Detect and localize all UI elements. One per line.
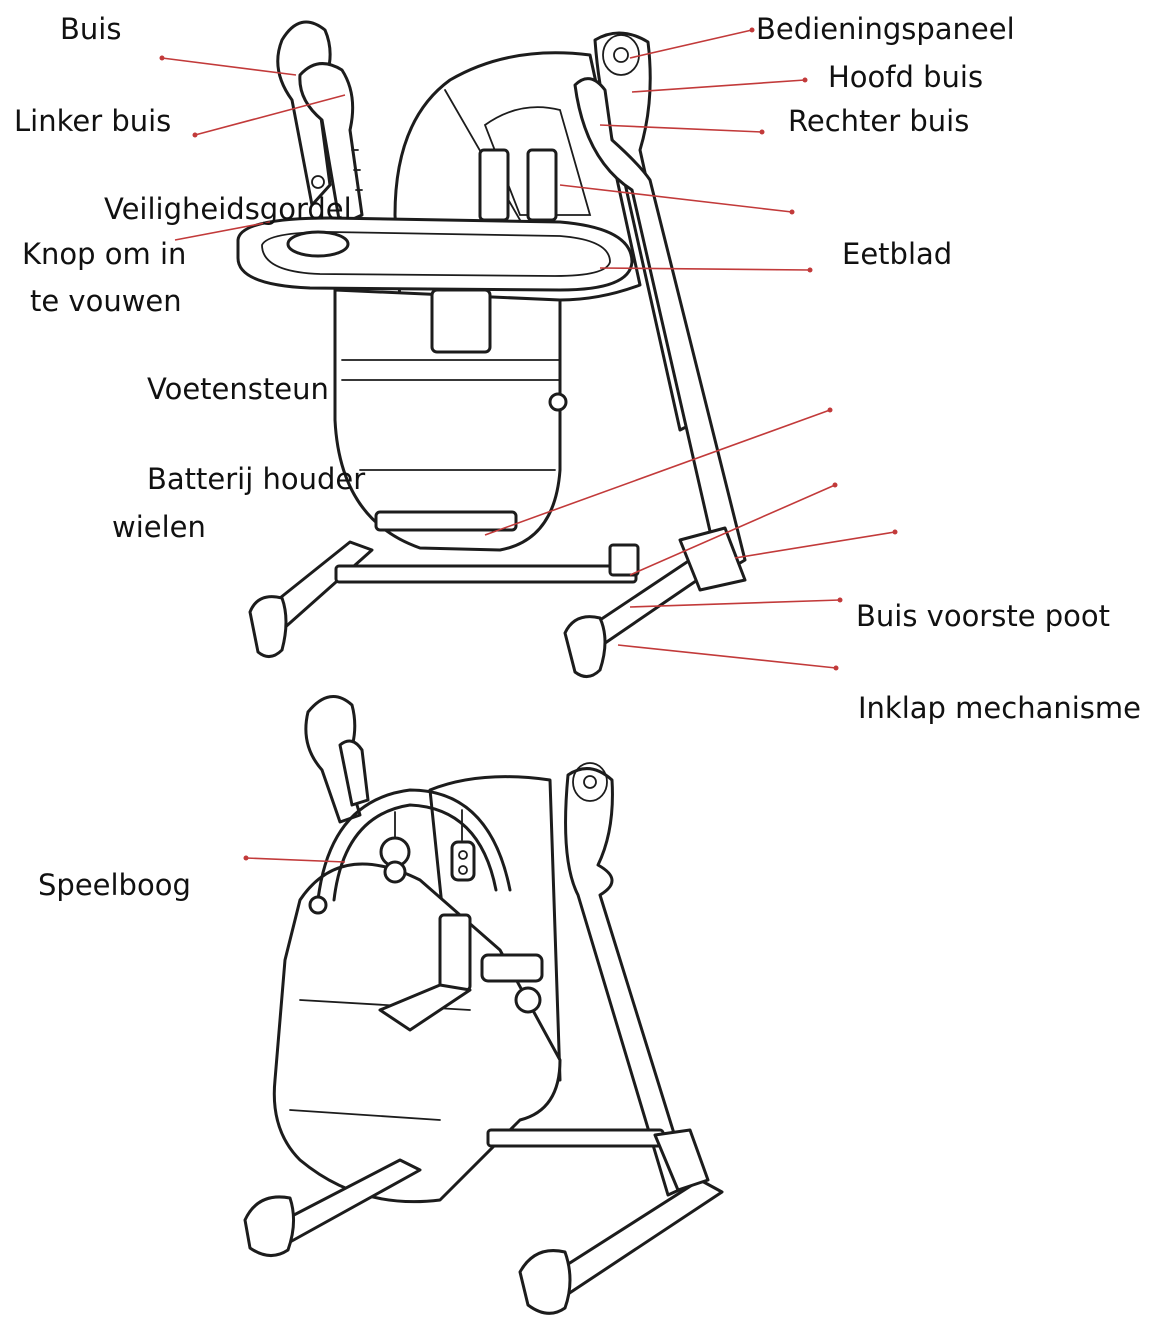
label-veiligheidsgordel: Veiligheidsgordel [104, 192, 352, 226]
label-knop-line1: Knop om in [22, 237, 187, 271]
label-linker-buis: Linker buis [14, 104, 172, 138]
label-wielen: wielen [112, 510, 206, 544]
label-inklap-mechanisme: Inklap mechanisme [858, 691, 1142, 725]
label-eetblad: Eetblad [842, 237, 953, 271]
label-buis: Buis [60, 12, 122, 46]
label-speelboog: Speelboog [38, 868, 191, 902]
label-hoofd-buis: Hoofd buis [828, 60, 984, 94]
bottom-chair-drawing [243, 695, 724, 1315]
label-knop-line2: te vouwen [30, 284, 182, 318]
leader-lines [159, 27, 898, 863]
label-voetensteun: Voetensteun [147, 372, 329, 406]
label-batterij-houder: Batterij houder [147, 462, 366, 496]
label-bedieningspaneel: Bedieningspaneel [756, 12, 1015, 46]
label-rechter-buis: Rechter buis [788, 104, 970, 138]
top-chair-drawing [236, 20, 747, 678]
label-buis-voorste-poot: Buis voorste poot [856, 599, 1111, 633]
